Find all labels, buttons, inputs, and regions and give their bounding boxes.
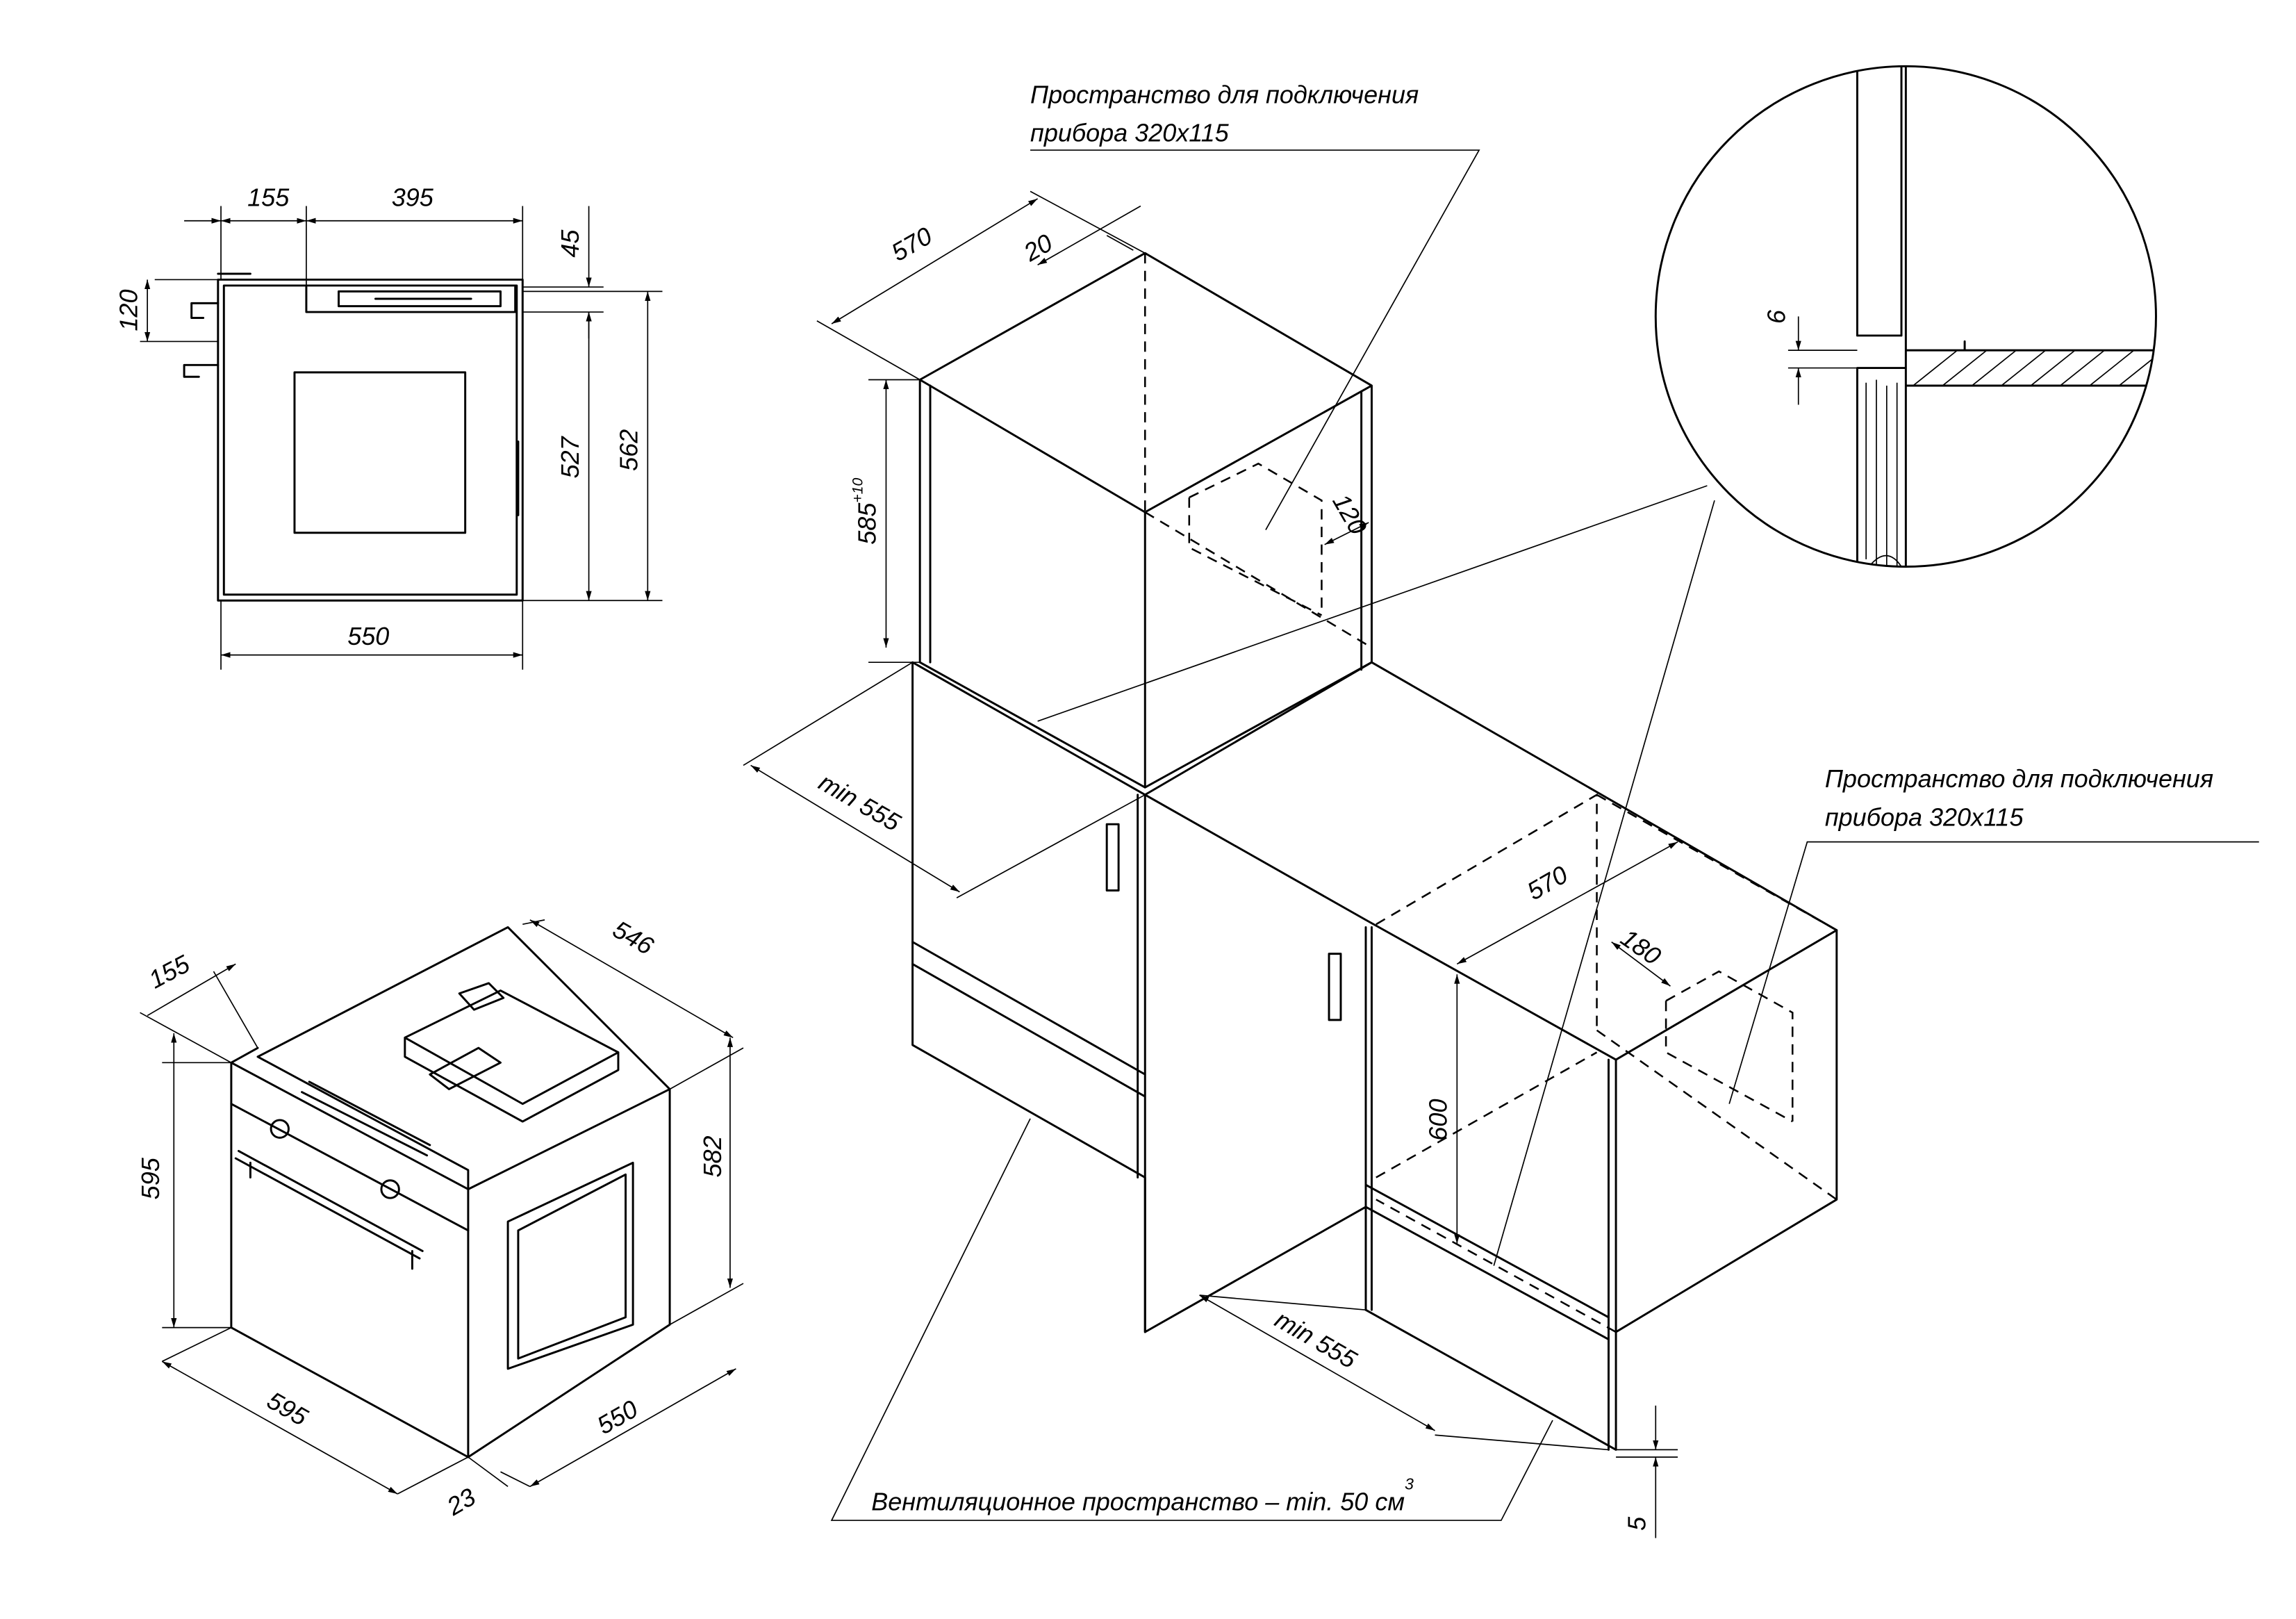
oven-isometric-view: 155 546 595 582 595 550 23 (136, 914, 744, 1521)
svg-text:прибора 320х115: прибора 320х115 (1825, 803, 2024, 831)
dim-395: 395 (392, 183, 434, 212)
oven-side-view: 155 395 45 120 527 562 550 (114, 183, 663, 670)
svg-text:прибора 320х115: прибора 320х115 (1030, 118, 1230, 147)
dim-45: 45 (556, 229, 584, 258)
dim-570-top: 570 (886, 221, 937, 267)
dim-527: 527 (556, 435, 584, 478)
dim-585: 585+10 (850, 478, 882, 545)
detail-dim-6: 6 (1762, 309, 1791, 324)
iso-dim-23: 23 (441, 1482, 480, 1521)
dim-570-mid: 570 (1522, 860, 1573, 906)
dim-562: 562 (614, 429, 643, 471)
dim-min555-bottom: min 555 (1271, 1305, 1362, 1374)
svg-text:Пространство для подключения: Пространство для подключения (1030, 80, 1419, 108)
label-connection-space-right: Пространство для подключения прибора 320… (1825, 764, 2213, 831)
label-ventilation-space: Вентиляционное пространство – min. 50 см… (871, 1475, 1414, 1516)
label-connection-space-top: Пространство для подключения прибора 320… (1030, 80, 1419, 147)
iso-dim-595-height: 595 (136, 1157, 165, 1199)
iso-dim-155: 155 (144, 949, 195, 994)
dim-min555-top: min 555 (814, 768, 906, 837)
dim-550: 550 (347, 622, 389, 650)
cabinet-installation-view: 570 20 585+10 120 min 555 570 180 600 mi… (743, 149, 2259, 1538)
dim-155: 155 (247, 183, 290, 212)
iso-dim-595-width: 595 (263, 1386, 313, 1431)
iso-dim-546: 546 (608, 914, 659, 960)
detail-view-circle: 6 (1654, 65, 2157, 568)
svg-text:Вентиляционное пространство –: Вентиляционное пространство – min. 50 см… (871, 1475, 1414, 1516)
iso-dim-550: 550 (592, 1395, 643, 1440)
dim-120: 120 (114, 290, 142, 331)
dim-5: 5 (1622, 1516, 1651, 1531)
dim-120: 120 (1327, 489, 1373, 540)
iso-dim-582: 582 (698, 1135, 727, 1177)
dim-180: 180 (1616, 923, 1667, 971)
dim-600: 600 (1423, 1099, 1452, 1141)
dim-20: 20 (1018, 228, 1057, 267)
svg-text:Пространство для подключения: Пространство для подключения (1825, 764, 2213, 793)
